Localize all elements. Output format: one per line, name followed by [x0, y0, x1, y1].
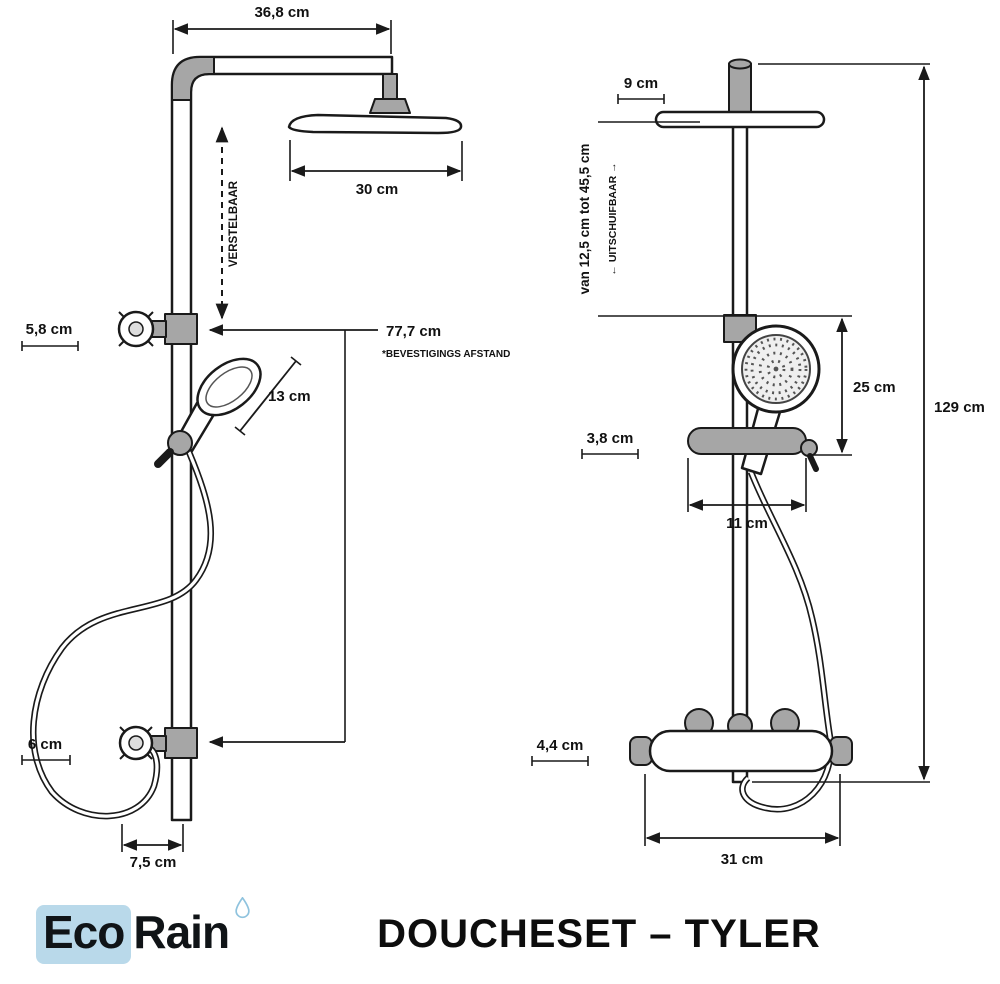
- droplet-icon: [235, 896, 250, 918]
- valve-knob-right: [829, 736, 853, 766]
- brand-rain-text: Rain: [133, 905, 230, 958]
- valve-knob-left: [629, 736, 653, 766]
- dim-slider-to-holder: 25 cm: [853, 379, 896, 396]
- holder-knob-side: [154, 448, 174, 468]
- dim-wall-bracket-size: 5,8 cm: [26, 321, 73, 338]
- top-connector-cap: [728, 58, 752, 70]
- dim-mounting-distance: 77,7 cm: [386, 323, 441, 340]
- dim-slider-size: 3,8 cm: [587, 430, 634, 447]
- brand-eco-text: Eco: [36, 904, 132, 964]
- dim-valve-width: 31 cm: [721, 851, 764, 868]
- pipe-elbow: [171, 56, 215, 101]
- spray-ring: [758, 351, 794, 387]
- dim-top-offset: 9 cm: [624, 75, 658, 92]
- hand-shower-holder-side: [167, 430, 193, 456]
- dim-mounting-note: *BEVESTIGINGS AFSTAND: [382, 349, 510, 360]
- hand-shower-front: [731, 324, 821, 476]
- dim-valve-size: 4,4 cm: [537, 737, 584, 754]
- hand-shower-side: [154, 357, 262, 468]
- dim-head-width: 30 cm: [356, 181, 399, 198]
- dim-bottom-offset: 7,5 cm: [130, 854, 177, 871]
- spray-ring: [744, 337, 808, 401]
- holder-lever: [807, 453, 819, 472]
- rain-shower-head-front: [654, 110, 826, 129]
- dim-adjustable-label: VERSTELBAAR: [228, 180, 240, 267]
- front-view-dimensions: 9 cm van 12,5 cm tot 45,5 cm ← UITSCHUIF…: [531, 63, 985, 868]
- hand-shower-head-side: [196, 357, 262, 417]
- head-connector: [382, 73, 398, 100]
- thermostatic-valve: [629, 708, 853, 773]
- head-flange: [369, 98, 411, 114]
- shower-hose-side-inner: [31, 451, 213, 818]
- spray-ring: [750, 343, 802, 395]
- upper-wall-bracket: [164, 313, 198, 345]
- side-view-drawing: 36,8 cm 30 cm VERSTELBAAR 5,8 cm 77,7 cm…: [21, 4, 510, 871]
- dim-hand-shower-length: 13 cm: [268, 388, 311, 405]
- upper-wall-flange: [117, 310, 155, 348]
- top-connector: [728, 63, 752, 113]
- dim-holder-width: 11 cm: [726, 515, 768, 532]
- shower-hose-front-inner: [740, 471, 833, 811]
- spray-ring: [766, 359, 786, 379]
- dim-arm-width: 36,8 cm: [254, 4, 309, 21]
- dim-outlet-size: 6 cm: [28, 736, 62, 753]
- rain-shower-head-side: [287, 113, 463, 135]
- dim-telescopic-label: ← UITSCHUIFBAAR →: [607, 162, 619, 275]
- front-view-drawing: 9 cm van 12,5 cm tot 45,5 cm ← UITSCHUIF…: [531, 58, 985, 868]
- dim-total-height: 129 cm: [934, 399, 985, 416]
- side-view-dimensions: 36,8 cm 30 cm VERSTELBAAR 5,8 cm 77,7 cm…: [21, 4, 510, 871]
- valve-body: [648, 729, 834, 773]
- dim-telescopic-range: van 12,5 cm tot 45,5 cm: [577, 144, 592, 295]
- product-title: DOUCHESET – TYLER: [377, 911, 821, 956]
- lower-wall-flange: [118, 725, 154, 761]
- lower-wall-bracket: [164, 727, 198, 759]
- hand-shower-holder-bar: [687, 427, 819, 472]
